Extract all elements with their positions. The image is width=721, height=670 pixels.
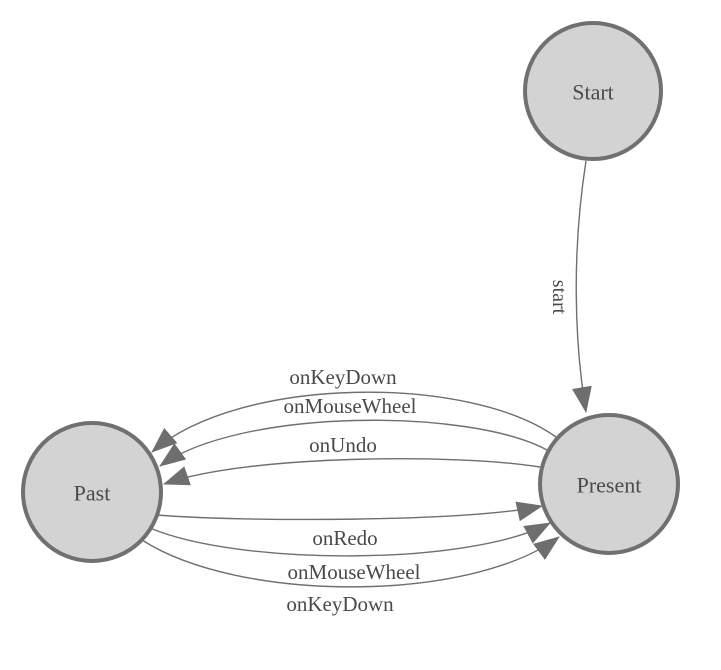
edge-past-to-present-onkeydown[interactable] [141, 536, 560, 588]
edge-start-to-present[interactable] [572, 160, 592, 413]
edge-present-to-past-onmousewheel[interactable] [159, 419, 548, 467]
edge-label-onmousewheel-top: onMouseWheel [284, 394, 417, 418]
edge-label-onredo: onRedo [312, 526, 377, 550]
node-past[interactable]: Past [21, 421, 163, 563]
edge-present-to-past-onundo[interactable] [163, 458, 541, 486]
edge-past-to-present-onmousewheel[interactable] [149, 522, 551, 557]
edge-past-to-present-onredo[interactable] [156, 501, 543, 522]
node-present-circle [538, 413, 680, 555]
edge-label-start: start [548, 280, 570, 315]
node-start[interactable]: Start [523, 21, 663, 161]
node-present[interactable]: Present [538, 413, 680, 555]
edge-present-to-past-onkeydown[interactable] [151, 391, 557, 453]
node-start-circle [523, 21, 663, 161]
edge-labels-layer: start onKeyDown onMouseWheel onUndo onRe… [284, 280, 570, 616]
node-past-label: Past [74, 481, 111, 506]
edges-layer [141, 160, 592, 588]
edge-label-onkeydown-bottom: onKeyDown [286, 592, 394, 616]
node-start-label: Start [572, 80, 614, 105]
node-present-label: Present [577, 473, 642, 498]
edge-label-onkeydown-top: onKeyDown [289, 365, 397, 389]
edge-label-onmousewheel-bottom: onMouseWheel [288, 560, 421, 584]
edge-label-onundo: onUndo [309, 433, 377, 457]
node-past-circle [21, 421, 163, 563]
